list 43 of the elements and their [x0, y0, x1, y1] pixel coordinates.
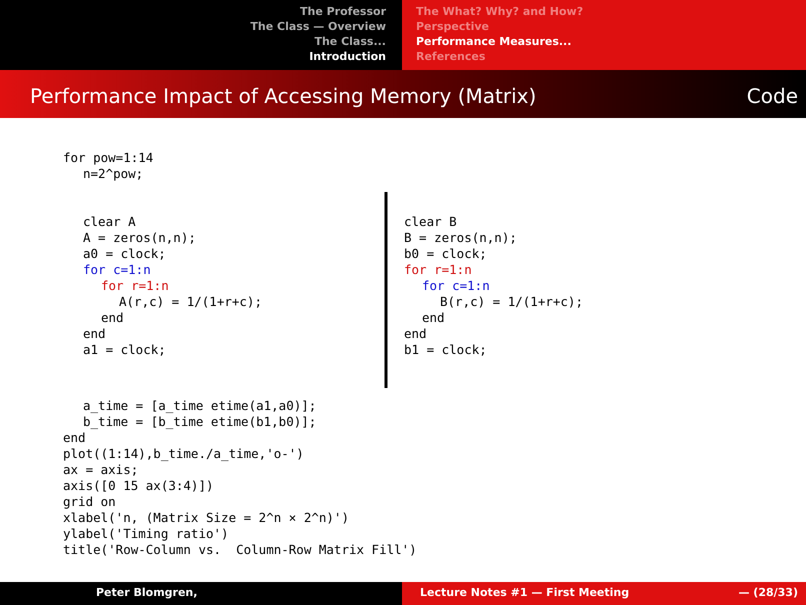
code-line: end: [63, 430, 86, 446]
code-line: for c=1:n: [83, 262, 151, 278]
code-line: for r=1:n: [404, 262, 472, 278]
code-line: ax = axis;: [63, 462, 138, 478]
navigation-link: The Professor: [300, 4, 386, 19]
code-line: n=2^pow;: [83, 166, 144, 182]
code-line: end: [83, 326, 106, 342]
navigation-link: References: [416, 49, 486, 64]
code-line: xlabel('n, (Matrix Size = 2^n × 2^n)'): [63, 510, 349, 526]
footer-text: Lecture Notes #1 — First Meeting: [420, 586, 630, 599]
navigation-link: Performance Measures...: [416, 34, 572, 49]
code-line: end: [404, 326, 427, 342]
code-line: end: [101, 310, 124, 326]
code-line: plot((1:14),b_time./a_time,'o-'): [63, 446, 304, 462]
footer-text: — (28/33): [738, 586, 798, 599]
code-line: a_time = [a_time etime(a1,a0)];: [83, 398, 316, 414]
navigation-link: Perspective: [416, 19, 490, 34]
navigation-link: The Class — Overview: [250, 19, 386, 34]
navigation-link: The What? Why? and How?: [416, 4, 584, 19]
footer-text: Peter Blomgren,: [96, 586, 198, 599]
section-name: Code: [746, 84, 798, 108]
code-line: a1 = clock;: [83, 342, 166, 358]
code-line: title('Row-Column vs. Column-Row Matrix Fill'): [63, 542, 417, 558]
code-line: b1 = clock;: [404, 342, 487, 358]
code-line: grid on: [63, 494, 116, 510]
code-line: clear A: [83, 214, 136, 230]
code-line: A = zeros(n,n);: [83, 230, 196, 246]
slide-title: Performance Impact of Accessing Memory (Matrix): [30, 84, 536, 108]
code-line: B(r,c) = 1/(1+r+c);: [440, 294, 583, 310]
code-line: A(r,c) = 1/(1+r+c);: [119, 294, 262, 310]
navigation-link: The Class...: [314, 34, 386, 49]
code-line: for r=1:n: [101, 278, 169, 294]
navigation-link: Introduction: [309, 49, 386, 64]
code-line: a0 = clock;: [83, 246, 166, 262]
code-line: b_time = [b_time etime(b1,b0)];: [83, 414, 316, 430]
code-line: for c=1:n: [422, 278, 490, 294]
code-line: ylabel('Timing ratio'): [63, 526, 229, 542]
code-line: axis([0 15 ax(3:4)]): [63, 478, 214, 494]
code-line: for pow=1:14: [63, 150, 154, 166]
code-line: b0 = clock;: [404, 246, 487, 262]
code-line: B = zeros(n,n);: [404, 230, 517, 246]
code-line: end: [422, 310, 445, 326]
code-line: clear B: [404, 214, 457, 230]
